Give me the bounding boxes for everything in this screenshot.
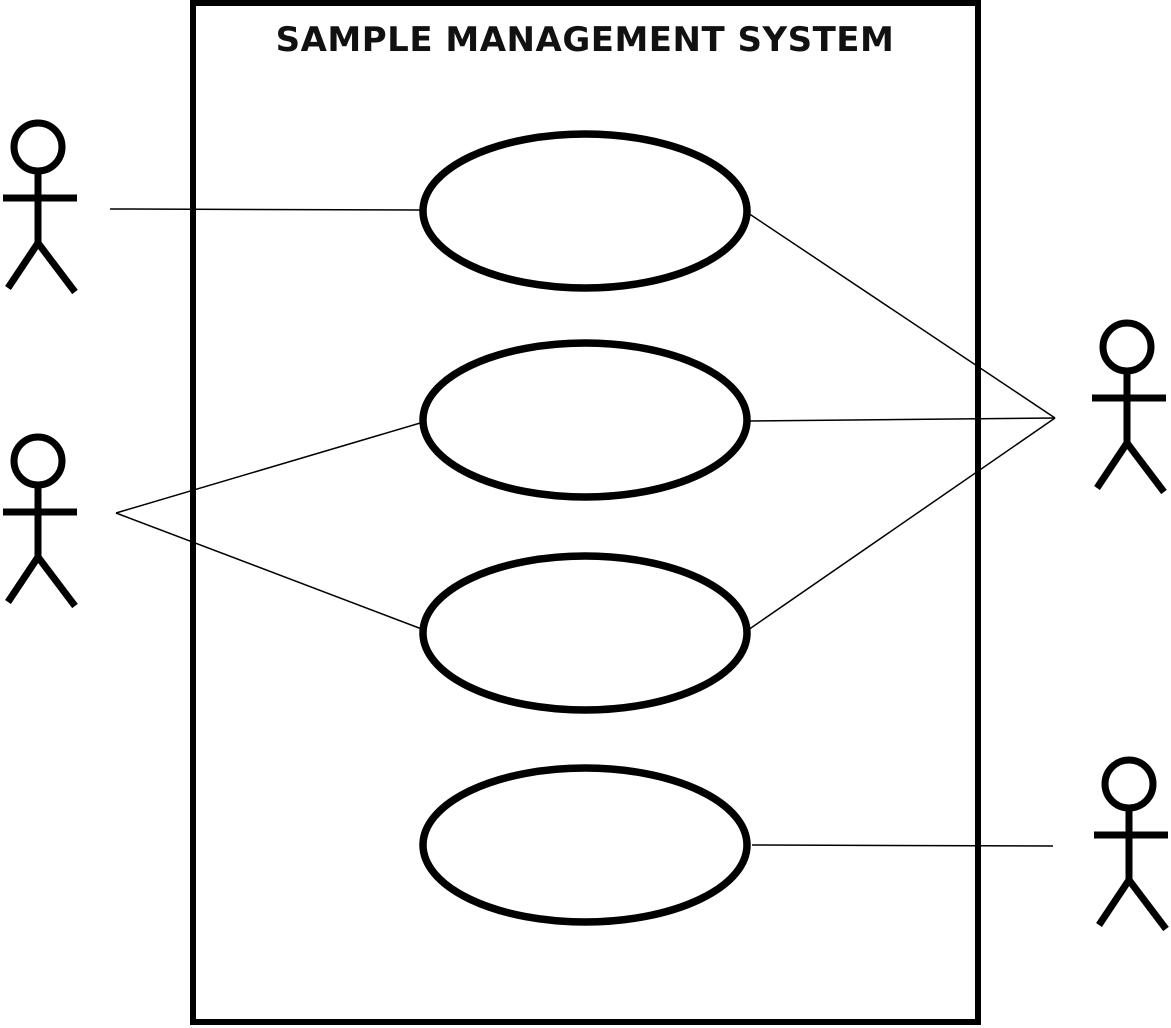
actor-head-icon — [10, 433, 66, 489]
actor-middle-right[interactable] — [1092, 319, 1167, 495]
association-actor-middle-right-use-case-1[interactable] — [747, 212, 1056, 419]
stick-figure-icon — [3, 171, 78, 295]
diagram-title: SAMPLE MANAGEMENT SYSTEM — [276, 20, 895, 60]
association-actor-middle-right-use-case-2[interactable] — [746, 417, 1056, 422]
use-case-4[interactable] — [419, 764, 751, 926]
association-actor-middle-right-use-case-3[interactable] — [747, 417, 1056, 631]
actor-middle-left[interactable] — [3, 433, 78, 609]
use-case-1[interactable] — [419, 130, 751, 292]
stick-figure-icon — [1094, 808, 1169, 932]
use-case-layer — [419, 130, 751, 926]
association-actor-middle-left-use-case-2[interactable] — [115, 420, 428, 514]
use-case-3[interactable] — [419, 552, 751, 714]
association-layer — [109, 208, 1056, 847]
association-actor-top-left-use-case-1[interactable] — [109, 208, 425, 211]
stick-figure-icon — [1092, 371, 1167, 495]
actor-head-icon — [1101, 756, 1157, 812]
use-case-2[interactable] — [419, 339, 751, 501]
actor-head-icon — [10, 119, 66, 175]
stick-figure-icon — [3, 485, 78, 609]
actor-top-left[interactable] — [3, 119, 78, 295]
association-actor-middle-left-use-case-3[interactable] — [115, 512, 428, 632]
actor-layer — [3, 119, 1169, 932]
association-actor-bottom-right-use-case-4[interactable] — [751, 844, 1054, 847]
actor-head-icon — [1099, 319, 1155, 375]
actor-bottom-right[interactable] — [1094, 756, 1169, 932]
